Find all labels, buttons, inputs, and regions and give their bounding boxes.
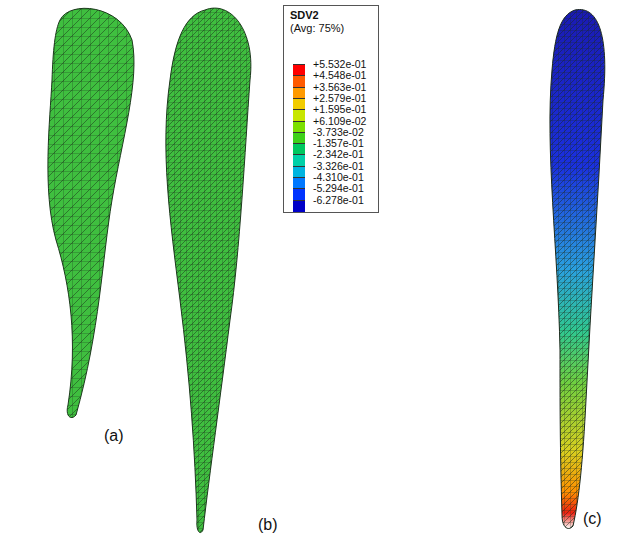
legend-value: +3.563e-01: [313, 81, 366, 93]
legend-value: +4.548e-01: [313, 69, 366, 81]
legend-swatch: [293, 188, 305, 200]
legend-value: -2.342e-01: [313, 148, 364, 160]
legend-swatch: [293, 109, 305, 121]
legend-swatch: [293, 132, 305, 144]
mesh-b: [166, 8, 251, 532]
legend-swatch: [293, 121, 305, 133]
legend-swatch: [293, 200, 305, 212]
legend-value: -5.294e-01: [313, 182, 364, 194]
panel-label: (a): [104, 427, 124, 445]
legend-swatch: [293, 154, 305, 166]
legend-swatch: [293, 75, 305, 87]
legend-swatch: [293, 143, 305, 155]
legend-subtitle: (Avg: 75%): [290, 22, 344, 34]
legend-swatch: [293, 87, 305, 99]
legend-title: SDV2: [290, 9, 319, 21]
legend-swatch: [293, 98, 305, 110]
legend-swatch: [293, 177, 305, 189]
panel-label: (b): [258, 516, 278, 534]
legend-box: SDV2(Avg: 75%) +5.532e-01+4.548e-01+3.563…: [283, 5, 379, 213]
panel-label: (c): [583, 510, 602, 528]
legend-value: -3.733e-02: [313, 126, 364, 138]
legend-value: +2.579e-01: [313, 92, 366, 104]
legend-value: -6.278e-01: [313, 194, 364, 206]
legend-swatch: [293, 64, 305, 76]
legend-value: +5.532e-01: [313, 58, 366, 70]
legend-value: +6.109e-02: [313, 115, 366, 127]
legend-swatch: [293, 166, 305, 178]
mesh-a: [48, 8, 134, 417]
legend-value: -1.357e-01: [313, 137, 364, 149]
legend-value: -3.326e-01: [313, 160, 364, 172]
legend-value: -4.310e-01: [313, 171, 364, 183]
mesh-c: [550, 10, 605, 529]
legend-value: +1.595e-01: [313, 103, 366, 115]
